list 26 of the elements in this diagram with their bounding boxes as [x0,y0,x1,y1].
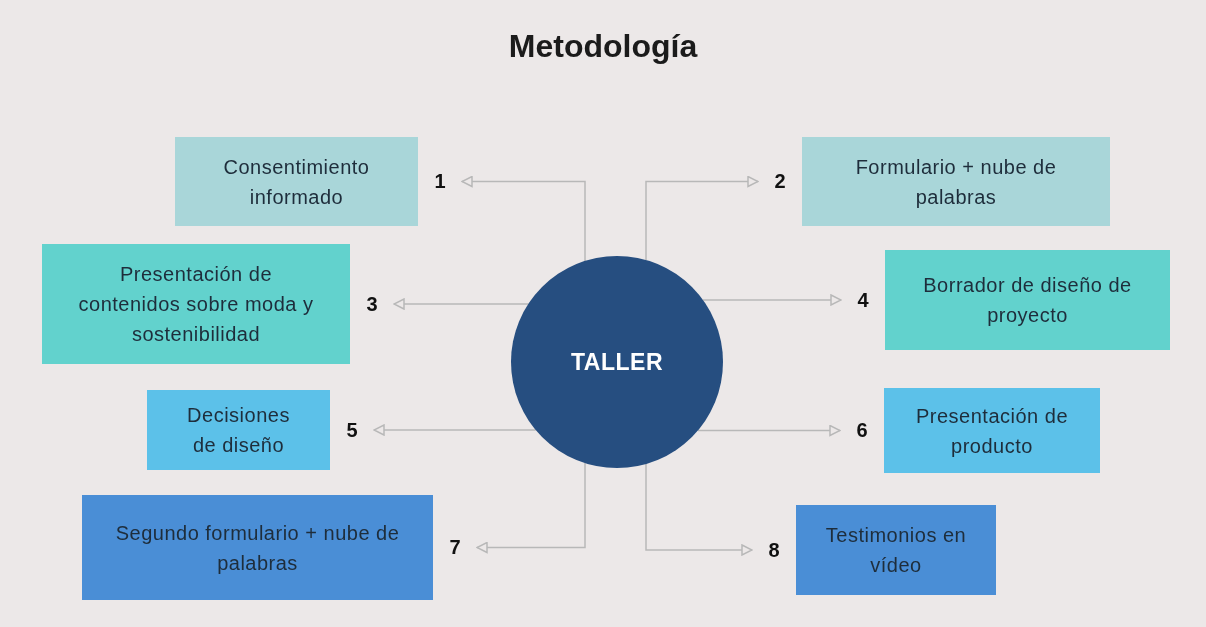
step-number: 4 [856,288,870,312]
step-number: 3 [365,292,379,316]
arrow [476,462,586,554]
step-label: Presentación de contenidos sobre moda y sostenibilidad [77,262,315,347]
step-number: 5 [345,418,359,442]
step-label: Borrador de diseño de proyecto [922,273,1133,328]
arrow [373,424,537,436]
arrow [461,175,586,262]
step-label: Decisiones de diseño [186,403,291,458]
step-label: Formulario + nube de palabras [854,154,1058,210]
arrow [393,298,530,310]
step-label: Testimonios en vídeo [824,523,968,578]
arrow [702,294,842,306]
arrow [697,424,841,437]
step-number: 7 [448,536,462,559]
step-number: 1 [433,170,447,193]
step-label: Consentimiento informado [222,154,371,210]
step-label: Segundo formulario + nube de palabras [114,520,401,576]
step-label: Presentación de producto [914,403,1069,459]
step-number: 8 [767,538,781,562]
node-label: TALLER [571,348,663,376]
step-number: 6 [855,419,869,442]
diagram-title: Metodología [508,28,698,65]
arrow [645,175,759,261]
step-number: 2 [773,170,787,193]
arrow [645,463,753,556]
